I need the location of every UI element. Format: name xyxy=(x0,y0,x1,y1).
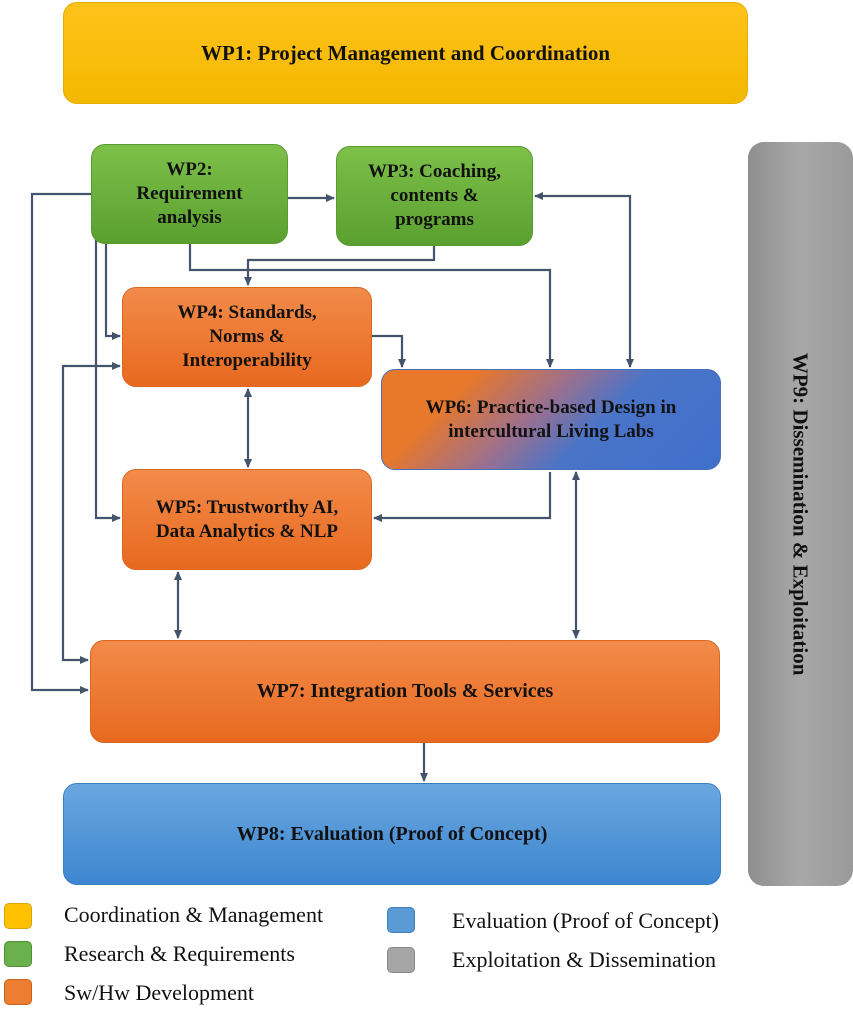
wp9-label: WP9: Dissemination & Exploitation xyxy=(788,352,813,676)
wp7-box: WP7: Integration Tools & Services xyxy=(90,640,720,743)
wp8-box: WP8: Evaluation (Proof of Concept) xyxy=(63,783,721,885)
legend-swatch-development xyxy=(4,979,32,1005)
wp9-box: WP9: Dissemination & Exploitation xyxy=(748,142,853,886)
legend-label-evaluation: Evaluation (Proof of Concept) xyxy=(452,908,719,933)
legend-swatch-research xyxy=(4,941,32,967)
wp2-label-line3: analysis xyxy=(157,206,222,228)
wp5-label-line1: WP5: Trustworthy AI, xyxy=(155,496,339,518)
wp1-label: WP1: Project Management and Coordination xyxy=(200,40,611,65)
wp4-label-line2: Norms & xyxy=(209,326,285,348)
wp1-box: WP1: Project Management and Coordination xyxy=(63,2,748,104)
wp7-label: WP7: Integration Tools & Services xyxy=(256,680,554,702)
wp3-box: WP3: Coaching, contents & programs xyxy=(336,146,533,246)
legend-label-development: Sw/Hw Development xyxy=(64,980,255,1005)
wp3-label-line2: contents & xyxy=(390,185,479,207)
legend-swatch-coordination xyxy=(4,903,32,929)
legend-swatch-evaluation xyxy=(387,907,415,933)
wp2-label-line1: WP2: xyxy=(166,159,213,181)
wp5-box: WP5: Trustworthy AI, Data Analytics & NL… xyxy=(122,469,372,570)
wp6-label-line2: intercultural Living Labs xyxy=(448,420,654,442)
wp8-label: WP8: Evaluation (Proof of Concept) xyxy=(236,822,548,845)
wp5-label-line2: Data Analytics & NLP xyxy=(155,520,339,542)
wp4-box: WP4: Standards, Norms & Interoperability xyxy=(122,287,372,387)
wp4-label-line3: Interoperability xyxy=(182,349,312,371)
wp2-box: WP2: Requirement analysis xyxy=(91,144,288,244)
wp6-label-line1: WP6: Practice-based Design in xyxy=(425,396,677,418)
legend-label-coordination: Coordination & Management xyxy=(64,902,324,927)
wp4-label-line1: WP4: Standards, xyxy=(177,302,317,324)
legend-label-research: Research & Requirements xyxy=(64,941,295,966)
legend-label-exploitation: Exploitation & Dissemination xyxy=(452,947,716,972)
wp6-box: WP6: Practice-based Design in intercultu… xyxy=(381,369,721,470)
wp3-label-line1: WP3: Coaching, xyxy=(368,161,501,183)
legend-swatch-exploitation xyxy=(387,947,415,973)
wp2-label-line2: Requirement xyxy=(136,183,243,205)
wp3-label-line3: programs xyxy=(395,208,474,230)
